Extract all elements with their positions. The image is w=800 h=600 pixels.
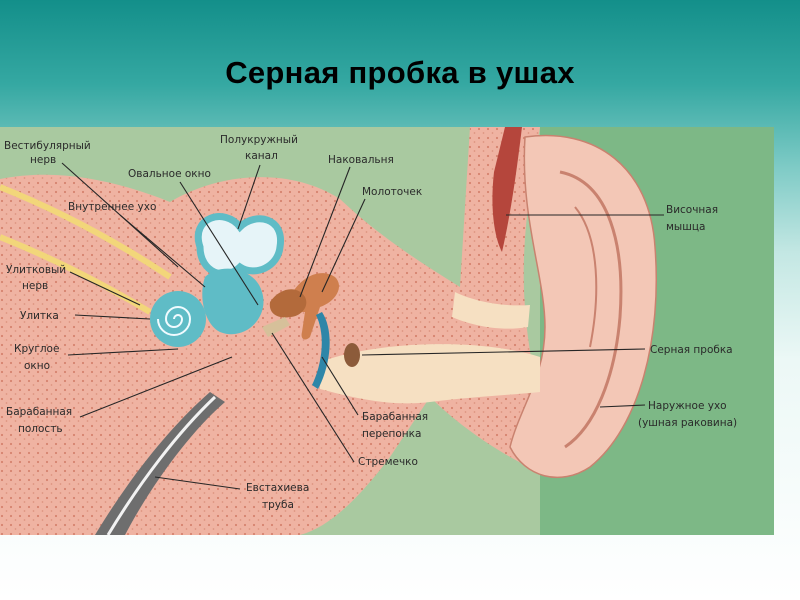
- auricle-fold: [559, 170, 623, 449]
- label-temporal-muscle-2: мышца: [666, 221, 705, 233]
- leader-earwax-plug: [361, 348, 646, 356]
- eardrum: [312, 312, 330, 389]
- hammer: [289, 273, 340, 340]
- leader-hammer: [321, 198, 366, 293]
- label-cochlea: Улитка: [20, 310, 59, 322]
- label-semicircular-canal-1: Полукружный: [220, 134, 298, 146]
- label-earwax-plug: Серная пробка: [650, 344, 733, 356]
- slide-title: Серная пробка в ушах: [225, 55, 575, 90]
- leader-cochlear-nerve: [69, 271, 141, 306]
- label-hammer: Молоточек: [362, 186, 422, 198]
- cochlea: [150, 291, 206, 347]
- label-stirrup: Стремечко: [358, 456, 418, 468]
- ear-anatomy-diagram: Вестибулярный нерв Полукружный канал Ова…: [0, 127, 774, 535]
- anvil: [269, 289, 307, 318]
- eustachian-tube: [95, 392, 225, 535]
- label-semicircular-canal-2: канал: [245, 150, 278, 162]
- label-outer-ear-1: Наружное ухо: [648, 400, 727, 412]
- label-outer-ear-2: (ушная раковина): [638, 417, 737, 429]
- ear-canal-upper: [452, 292, 530, 329]
- label-inner-ear: Внутреннее ухо: [68, 201, 156, 213]
- label-oval-window: Овальное окно: [128, 168, 211, 180]
- ear-canal: [320, 344, 540, 404]
- leader-tympanic-cavity: [79, 356, 233, 418]
- label-vestibular-nerve-2: нерв: [30, 154, 56, 166]
- label-eustachian-tube-1: Евстахиева: [246, 482, 309, 494]
- leader-outer-ear: [599, 404, 646, 408]
- label-vestibular-nerve-1: Вестибулярный: [4, 140, 91, 152]
- leader-oval-window: [179, 181, 259, 306]
- leader-eustachian-tube: [154, 476, 241, 490]
- eustachian-tube-highlight: [106, 395, 217, 535]
- label-tympanic-cavity-2: полость: [18, 423, 63, 435]
- vestibule: [202, 268, 264, 335]
- leader-eardrum: [321, 356, 359, 416]
- leader-stirrup: [271, 332, 355, 463]
- vestibular-nerve: [0, 184, 172, 280]
- auricle-inner-fold: [574, 206, 598, 348]
- label-tympanic-cavity-1: Барабанная: [6, 406, 72, 418]
- leader-inner-ear: [119, 214, 206, 288]
- label-cochlear-nerve-1: Улитковый: [6, 264, 66, 276]
- earwax-plug: [344, 343, 360, 367]
- leader-lines: [61, 162, 664, 490]
- label-temporal-muscle-1: Височная: [666, 204, 718, 216]
- leader-anvil: [299, 166, 351, 298]
- canal-cavity: [428, 370, 492, 388]
- label-round-window-2: окно: [24, 360, 50, 372]
- label-cochlear-nerve-2: нерв: [22, 280, 48, 292]
- label-eardrum-2: перепонка: [362, 428, 421, 440]
- cochlea-spiral: [157, 306, 192, 336]
- label-anvil: Наковальня: [328, 154, 394, 166]
- stirrup: [262, 317, 290, 337]
- label-eardrum-1: Барабанная: [362, 411, 428, 423]
- label-round-window-1: Круглое: [14, 343, 59, 355]
- leader-round-window: [67, 348, 179, 356]
- label-eustachian-tube-2: труба: [262, 499, 294, 511]
- auricle: [509, 134, 658, 479]
- temporal-muscle: [492, 127, 522, 252]
- leader-cochlea: [74, 314, 151, 320]
- leader-semicircular-canal: [237, 164, 261, 230]
